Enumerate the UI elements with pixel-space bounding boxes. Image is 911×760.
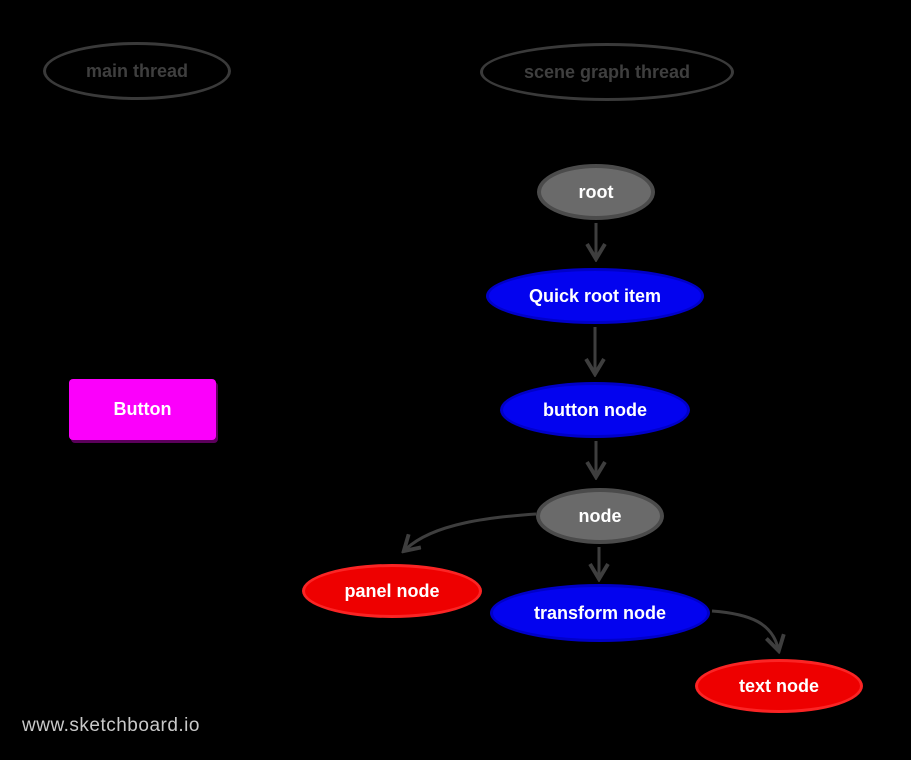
node-button-node-label: button node [543,399,647,420]
edge-node-to-panel-node[interactable] [406,512,537,549]
node-node-label: node [578,505,622,526]
node-button-node[interactable]: button node [500,382,690,438]
node-node[interactable]: node [536,488,664,544]
node-transform-node-label: transform node [533,602,666,623]
button-widget[interactable]: Button [69,379,216,440]
node-transform-node[interactable]: transform node [490,584,710,642]
node-root[interactable]: root [537,164,655,220]
lane-scene-graph-thread[interactable]: scene graph thread [480,43,734,101]
node-panel-node-label: panel node [344,580,440,601]
node-quick-root-item[interactable]: Quick root item [486,268,704,324]
node-root-label: root [578,181,614,202]
lane-main-thread[interactable]: main thread [43,42,231,100]
sketchboard-watermark: www.sketchboard.io [22,715,200,736]
node-text-node[interactable]: text node [695,659,863,713]
node-text-node-label: text node [738,675,819,696]
lane-scene-graph-thread-label: scene graph thread [523,61,691,82]
lane-main-thread-label: main thread [85,60,189,81]
edge-transform-node-to-text-node[interactable] [711,609,778,648]
node-panel-node[interactable]: panel node [302,564,482,618]
button-widget-label: Button [113,399,172,419]
node-quick-root-item-label: Quick root item [528,285,662,306]
